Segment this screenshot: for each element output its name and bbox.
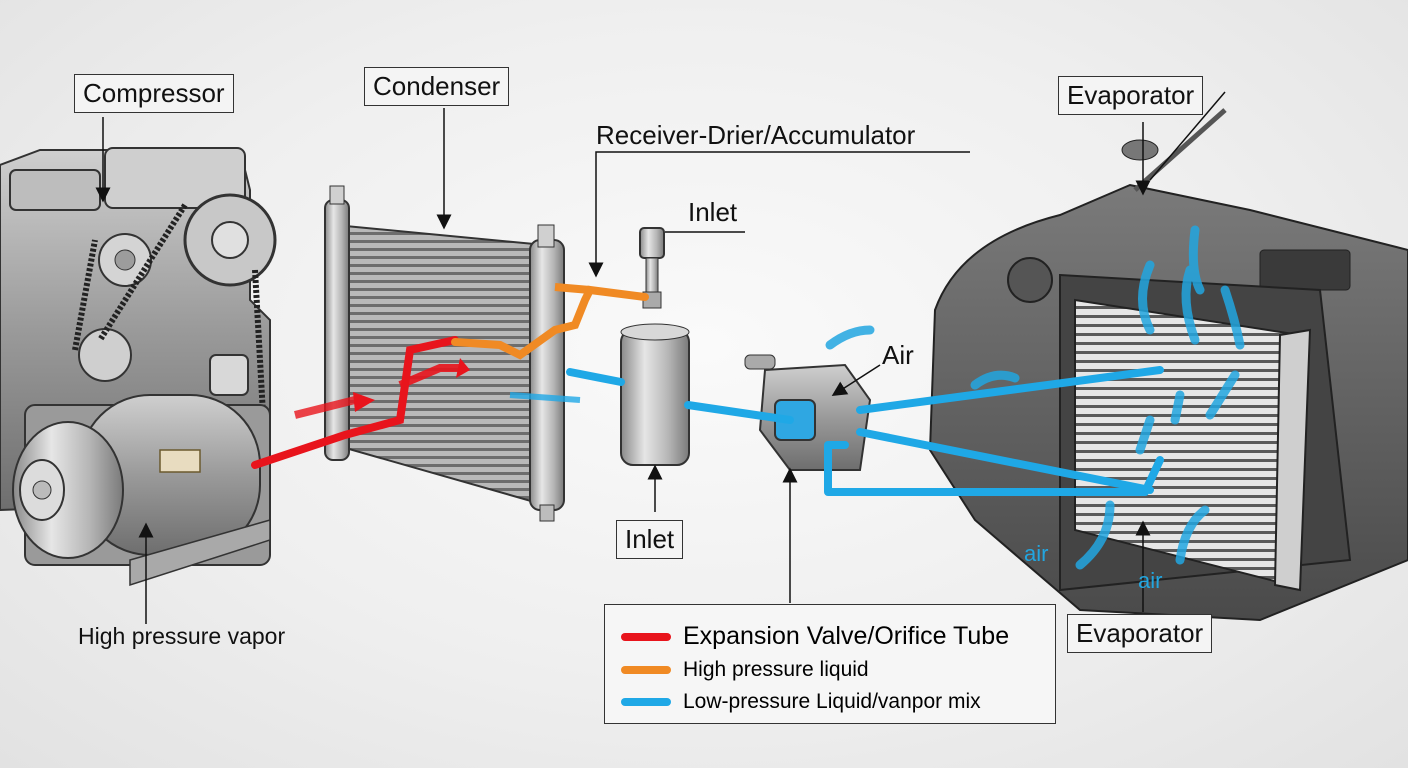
air-right-label: air [1138, 568, 1163, 593]
red-line-swatch [621, 632, 671, 641]
legend-label: Expansion Valve/Orifice Tube [683, 622, 1010, 650]
blue-low-pressure-line [509, 366, 1164, 496]
blue-line-swatch [621, 698, 671, 706]
legend-label: Low-pressure Liquid/vanpor mix [683, 690, 981, 713]
receiver-drier-label: Receiver-Drier/Accumulator [596, 120, 916, 150]
air-left-label: air [1024, 541, 1049, 566]
red-high-pressure-vapor-line [251, 336, 470, 469]
inlet-bottom-label: Inlet [616, 520, 684, 559]
condenser-label: Condenser [364, 67, 510, 106]
legend-item-red: Expansion Valve/Orifice Tube [621, 622, 1009, 651]
orange-line-swatch [621, 666, 671, 674]
compressor-illustration [12, 394, 271, 587]
evaporator-top-label: Evaporator [1058, 76, 1204, 115]
legend-item-blue: Low-pressure Liquid/vanpor mix [621, 690, 981, 714]
inlet-top-label: Inlet [688, 197, 738, 227]
leader-lines [95, 91, 1226, 624]
legend: Expansion Valve/Orifice Tube High pressu… [604, 604, 1056, 724]
legend-label: High pressure liquid [683, 658, 869, 681]
orange-high-pressure-liquid-line [451, 283, 649, 360]
evaporator-bottom-label: Evaporator [1067, 614, 1213, 653]
air-flow-arrows [825, 225, 1245, 570]
compressor-label: Compressor [74, 74, 234, 113]
high-pressure-vapor-label: High pressure vapor [78, 623, 286, 649]
legend-item-orange: High pressure liquid [621, 658, 869, 682]
receiver-drier-illustration [620, 227, 690, 466]
air-valve-label: Air [882, 340, 914, 370]
